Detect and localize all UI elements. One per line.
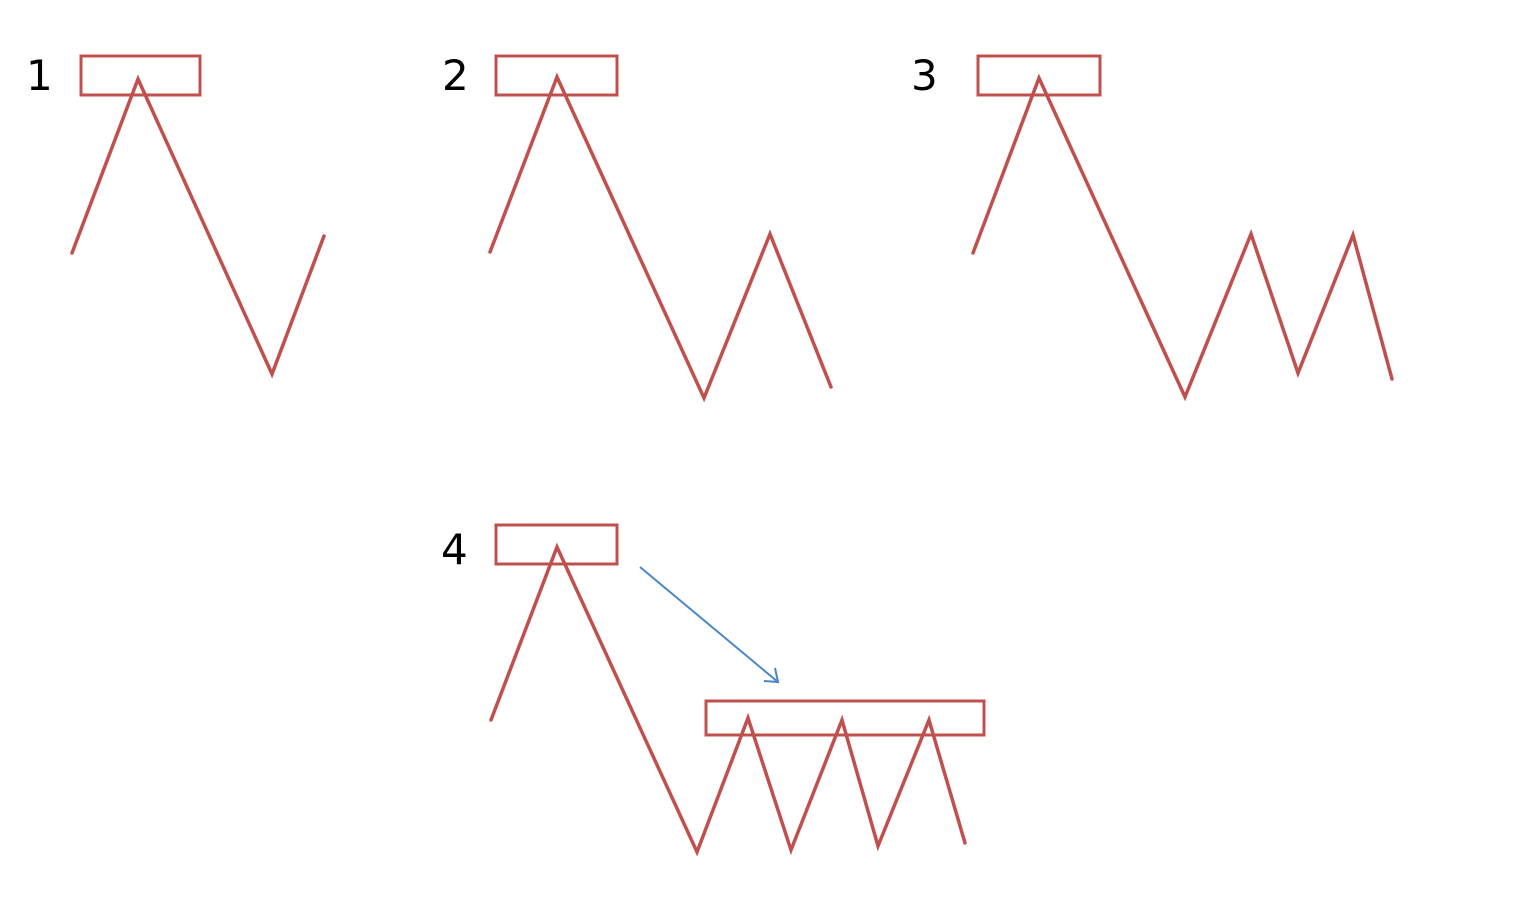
- panel-1: 1: [26, 51, 326, 379]
- panel-4: 4: [441, 523, 986, 857]
- panel-3-top-box: [976, 54, 1102, 97]
- panel-4-top-box: [494, 523, 619, 566]
- panel-3-zigzag: [971, 73, 1394, 402]
- panel-2-zigzag: [488, 72, 833, 403]
- panel-1-top-box: [79, 54, 202, 97]
- panel-1-zigzag: [70, 74, 326, 379]
- panel-4-label: 4: [441, 525, 468, 574]
- panel-2-label: 2: [442, 51, 469, 100]
- panel-3: 3: [911, 51, 1394, 402]
- panel-2-top-box: [494, 54, 619, 97]
- panel-4-arrow: [639, 566, 779, 683]
- panel-3-label: 3: [911, 51, 938, 100]
- panel-4-zigzag: [489, 542, 967, 857]
- panel-4-arrow-head: [763, 667, 780, 684]
- panel-1-label: 1: [26, 51, 53, 100]
- panel-2: 2: [442, 51, 833, 403]
